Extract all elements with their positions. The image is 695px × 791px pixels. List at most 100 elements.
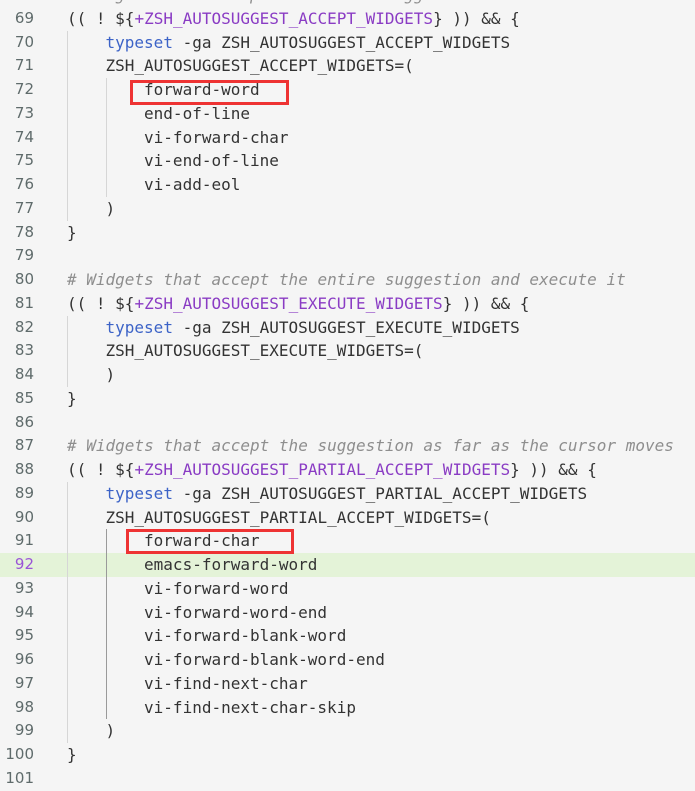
indent-guide [67, 576, 68, 601]
indent-guide [67, 149, 68, 173]
code-token: ${ [115, 293, 135, 313]
code-line[interactable]: 76 vi-add-eol [0, 173, 695, 197]
code-token: ) [105, 721, 116, 741]
line-number: 79 [14, 246, 34, 265]
line-number: 72 [14, 80, 34, 98]
code-line[interactable]: 79 [0, 244, 695, 268]
code-text: vi-find-next-char [144, 672, 308, 696]
code-text: typeset -ga ZSH_AUTOSUGGEST_EXECUTE_WIDG… [106, 316, 520, 340]
code-text: } [67, 387, 77, 411]
line-number: 77 [14, 198, 34, 217]
code-comment: # Widgets that accept the entire suggest… [67, 0, 481, 4]
code-text: typeset -ga ZSH_AUTOSUGGEST_PARTIAL_ACCE… [106, 482, 588, 506]
code-token: vi-forward-char [144, 127, 289, 147]
code-variable: +ZSH_AUTOSUGGEST_EXECUTE_WIDGETS [134, 293, 443, 313]
code-variable: +ZSH_AUTOSUGGEST_PARTIAL_ACCEPT_WIDGETS [134, 460, 511, 479]
code-token: vi-end-of-line [144, 151, 279, 171]
code-line[interactable]: 84) [0, 363, 695, 387]
code-line[interactable]: 69(( ! ${+ZSH_AUTOSUGGEST_ACCEPT_WIDGETS… [0, 7, 695, 31]
code-token: -ga ZSH_AUTOSUGGEST_ACCEPT_WIDGETS [172, 32, 511, 52]
code-line[interactable]: 86 [0, 411, 695, 435]
code-token: vi-forward-blank-word [144, 626, 347, 646]
code-token: -ga ZSH_AUTOSUGGEST_EXECUTE_WIDGETS [172, 317, 520, 337]
code-line[interactable]: 87# Widgets that accept the suggestion a… [0, 434, 695, 458]
indent-guide [105, 529, 107, 553]
indent-guide [105, 125, 107, 150]
code-keyword: typeset [105, 317, 173, 337]
code-line[interactable]: 88(( ! ${+ZSH_AUTOSUGGEST_PARTIAL_ACCEPT… [0, 458, 695, 482]
indent-guide [67, 363, 68, 387]
indent-guide [67, 505, 68, 530]
indent-guide [105, 173, 107, 197]
indent-guide [67, 671, 68, 696]
code-line[interactable]: 96 vi-forward-blank-word-end [0, 648, 695, 672]
code-line[interactable]: 85} [0, 387, 695, 411]
code-line[interactable]: 77) [0, 196, 695, 221]
line-number: 98 [14, 697, 34, 716]
code-text: vi-forward-blank-word-end [144, 648, 385, 672]
indent-guide [67, 600, 68, 625]
code-text: typeset -ga ZSH_AUTOSUGGEST_ACCEPT_WIDGE… [106, 31, 511, 55]
code-token: vi-add-eol [144, 175, 241, 194]
indent-guide [67, 624, 68, 648]
code-token: } [67, 388, 77, 408]
indent-guide [67, 196, 68, 221]
line-number: 74 [14, 127, 34, 146]
code-line[interactable]: 97 vi-find-next-char [0, 671, 695, 696]
code-line[interactable]: 98 vi-find-next-char-skip [0, 695, 695, 720]
line-number: 96 [14, 650, 34, 668]
code-text: vi-forward-blank-word [144, 624, 346, 648]
code-text: vi-find-next-char-skip [144, 696, 356, 720]
code-token: ${ [115, 460, 135, 479]
code-text: vi-add-eol [144, 173, 240, 197]
line-number: 80 [14, 270, 34, 288]
code-token: -ga ZSH_AUTOSUGGEST_PARTIAL_ACCEPT_WIDGE… [172, 483, 588, 503]
code-line[interactable]: 68# Widgets that accept the entire sugge… [0, 0, 695, 7]
code-line[interactable]: 99) [0, 719, 695, 743]
indent-guide [67, 125, 68, 150]
code-line[interactable]: 100} [0, 743, 695, 767]
code-line[interactable]: 70 typeset -ga ZSH_AUTOSUGGEST_ACCEPT_WID… [0, 30, 695, 55]
code-line[interactable]: 81(( ! ${+ZSH_AUTOSUGGEST_EXECUTE_WIDGET… [0, 292, 695, 316]
code-text: ) [106, 363, 116, 387]
code-token: (( ! [67, 8, 116, 28]
line-number: 97 [14, 673, 34, 692]
annotation-box-forward-word [130, 80, 289, 105]
line-number: 70 [14, 32, 34, 51]
code-token: vi-forward-word-end [144, 602, 328, 622]
annotation-box-forward-char [126, 529, 294, 554]
code-token: } )) && { [442, 293, 530, 313]
line-number: 76 [14, 175, 34, 193]
indent-guide [67, 173, 68, 197]
code-line[interactable]: 78} [0, 221, 695, 245]
code-line[interactable]: 101 [0, 767, 695, 791]
code-token: ) [105, 198, 116, 218]
code-text: ) [106, 719, 116, 743]
code-text: ZSH_AUTOSUGGEST_EXECUTE_WIDGETS=( [106, 339, 424, 363]
code-line[interactable]: 80# Widgets that accept the entire sugge… [0, 268, 695, 292]
indent-guide [67, 54, 68, 78]
indent-guide [105, 78, 107, 102]
code-text: vi-end-of-line [144, 149, 279, 173]
indent-guide [67, 315, 68, 340]
line-number: 90 [14, 507, 34, 526]
code-line[interactable]: 74 vi-forward-char [0, 125, 695, 150]
indent-guide [105, 671, 107, 696]
code-text: # Widgets that accept the suggestion as … [67, 434, 674, 458]
line-number: 85 [14, 388, 34, 407]
line-number: 91 [14, 531, 34, 550]
